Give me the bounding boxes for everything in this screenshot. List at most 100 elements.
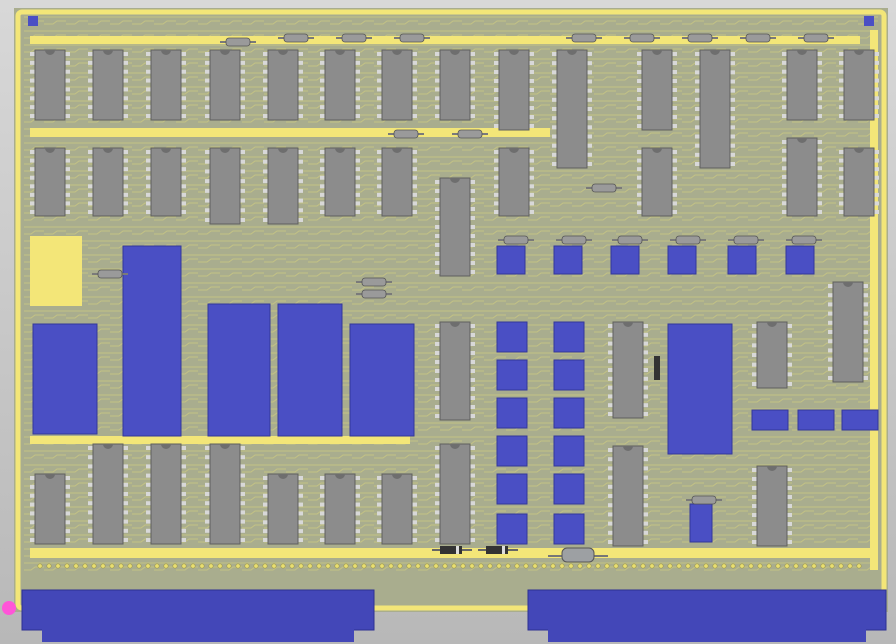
via: [541, 563, 547, 569]
via: [325, 563, 331, 569]
via: [181, 563, 187, 569]
ic-pin: [240, 528, 245, 533]
ic-pin: [608, 466, 613, 471]
ic-pin: [494, 106, 499, 110]
dip-ic-chip: [146, 49, 186, 121]
ic-pin: [263, 208, 268, 213]
resistor-body: [675, 235, 701, 245]
ic-notch: [767, 466, 777, 471]
ic-body: [267, 147, 299, 225]
via: [775, 563, 781, 569]
ic-pin: [787, 531, 792, 535]
ic-notch: [45, 474, 55, 479]
ic-pin: [240, 492, 245, 496]
dip-ic-chip: [205, 443, 245, 545]
ic-pin: [552, 79, 557, 84]
ic-pin: [412, 96, 417, 101]
ic-pin: [181, 150, 186, 154]
ic-pin: [643, 521, 648, 526]
ic-pin: [839, 184, 844, 189]
via: [379, 563, 385, 569]
ic-pin: [355, 150, 360, 154]
ic-pin: [355, 210, 360, 214]
ic-pin: [146, 473, 151, 478]
ic-pin: [146, 510, 151, 515]
ic-pin: [298, 96, 303, 101]
ic-pin: [435, 78, 440, 83]
ic-pin: [470, 96, 475, 101]
ic-body: [498, 147, 530, 217]
ic-notch: [278, 148, 288, 153]
ic-pin: [470, 378, 475, 382]
resistor-body: [571, 33, 597, 43]
ic-pin: [672, 184, 677, 189]
diode-body: [486, 546, 508, 554]
ic-pin: [412, 114, 417, 118]
ic-pin: [240, 473, 245, 478]
edge-connector: [527, 589, 887, 642]
ic-pin: [355, 96, 360, 101]
ic-pin: [787, 522, 792, 526]
ic-pin: [240, 150, 245, 154]
ic-pin: [695, 143, 700, 148]
ic-pin: [355, 493, 360, 498]
ic-pin: [839, 87, 844, 92]
ic-pin: [470, 510, 475, 515]
ic-pin: [637, 210, 642, 214]
ic-pin: [552, 162, 557, 166]
ic-pin: [828, 284, 833, 288]
pad: [496, 359, 528, 391]
via: [262, 563, 268, 569]
ic-pin: [65, 476, 70, 480]
via: [244, 563, 250, 569]
ic-notch: [767, 322, 777, 327]
ic-pin: [435, 360, 440, 364]
ic-pin: [355, 484, 360, 489]
ic-pin: [529, 88, 534, 92]
ic-pin: [320, 476, 325, 480]
ic-pin: [377, 511, 382, 516]
ic-pin: [146, 201, 151, 206]
ic-pin: [787, 486, 792, 490]
ic-pin: [30, 96, 35, 101]
ic-pin: [863, 311, 868, 316]
ic-pin: [88, 501, 93, 506]
ic-pin: [695, 88, 700, 93]
via: [640, 563, 646, 569]
ic-pin: [839, 105, 844, 110]
resistor: [686, 495, 722, 505]
diode: [478, 546, 518, 554]
diode-body: [654, 356, 660, 380]
ic-pin: [377, 538, 382, 542]
ic-notch: [854, 50, 864, 55]
via: [55, 563, 61, 569]
ic-pin: [470, 405, 475, 409]
ic-pin: [470, 114, 475, 118]
ic-pin: [240, 455, 245, 460]
ic-pin: [123, 105, 128, 110]
ic-pin: [787, 477, 792, 481]
ic-pin: [240, 159, 245, 164]
ic-notch: [335, 148, 345, 153]
ic-notch: [335, 474, 345, 479]
ic-pin: [355, 184, 360, 189]
ic-pin: [435, 455, 440, 460]
ic-pin: [470, 446, 475, 450]
ic-pin: [470, 78, 475, 83]
ic-body: [439, 49, 471, 121]
power-resistor: [548, 547, 608, 563]
ic-notch: [103, 148, 113, 153]
dip-ic-chip: [30, 49, 70, 121]
dip-ic-chip: [377, 147, 417, 217]
ic-body: [150, 443, 182, 545]
via: [73, 563, 79, 569]
ic-pin: [787, 504, 792, 508]
ic-pin: [377, 493, 382, 498]
ic-pin: [30, 184, 35, 189]
ic-pin: [298, 87, 303, 92]
ic-pin: [637, 106, 642, 110]
ic-pin: [470, 360, 475, 364]
dip-ic-chip: [320, 147, 360, 217]
ic-pin: [782, 52, 787, 56]
ic-pin: [552, 143, 557, 148]
